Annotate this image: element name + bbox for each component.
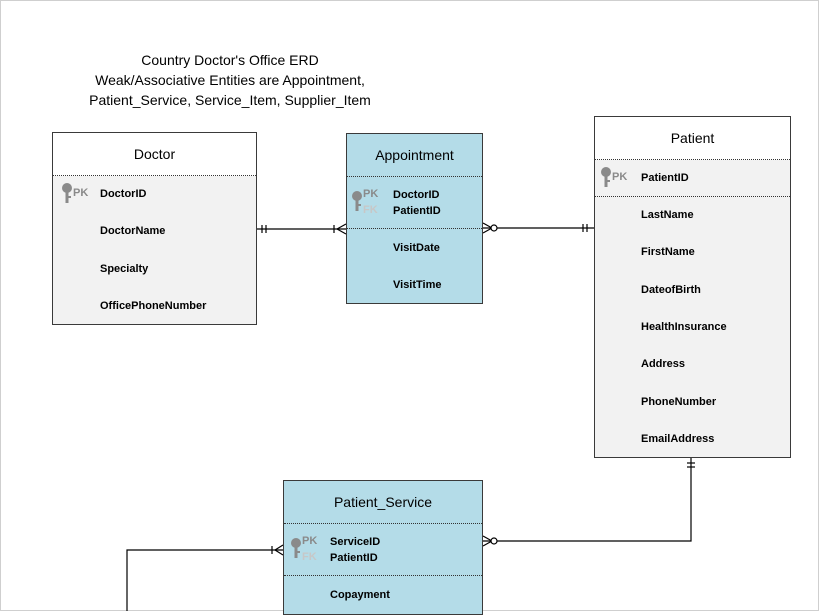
entity-doctor[interactable]: Doctor PK DoctorID DoctorName Specialty … bbox=[52, 132, 257, 325]
entity-patient-service-name: Patient_Service bbox=[333, 494, 433, 510]
entity-patient[interactable]: Patient PK PatientID LastName FirstName … bbox=[594, 116, 791, 458]
title-line-3: Patient_Service, Service_Item, Supplier_… bbox=[89, 92, 371, 108]
rel-ps-left-crowfoot-top bbox=[274, 544, 284, 551]
pk-label: PK bbox=[612, 171, 628, 183]
key-icon bbox=[291, 538, 301, 558]
key-separator bbox=[347, 228, 482, 229]
entity-appointment-name: Appointment bbox=[375, 147, 454, 163]
attr-phonenumber: PhoneNumber bbox=[641, 396, 717, 408]
attr-copayment: Copayment bbox=[330, 589, 390, 601]
entity-patient-service-header: Patient_Service bbox=[284, 481, 482, 524]
attr-patientid: PatientID bbox=[330, 552, 378, 564]
attr-visittime: VisitTime bbox=[393, 279, 442, 291]
entity-doctor-name: Doctor bbox=[133, 146, 176, 162]
attr-visitdate: VisitDate bbox=[393, 242, 440, 254]
rel-appt-zero-circle bbox=[490, 224, 498, 232]
key-separator bbox=[284, 575, 482, 576]
attr-doctorid: DoctorID bbox=[100, 188, 147, 200]
entity-appointment-header: Appointment bbox=[347, 134, 482, 177]
attr-doctorname: DoctorName bbox=[100, 225, 166, 237]
rel-ps-left-crowfoot-bottom bbox=[274, 549, 284, 556]
pk-label: PK bbox=[363, 188, 379, 200]
attr-emailaddress: EmailAddress bbox=[641, 433, 715, 445]
entity-doctor-body: PK DoctorID DoctorName Specialty OfficeP… bbox=[53, 176, 256, 324]
entity-patient-header: Patient bbox=[595, 117, 790, 160]
entity-patient-service[interactable]: Patient_Service PK FK ServiceID PatientI… bbox=[283, 480, 483, 615]
attr-serviceid: ServiceID bbox=[330, 536, 381, 548]
rel-patient-service-line bbox=[483, 458, 692, 542]
rel-ps-zero-circle bbox=[490, 537, 498, 545]
attr-patientid: PatientID bbox=[641, 172, 689, 184]
attr-dateofbirth: DateofBirth bbox=[641, 284, 701, 296]
attr-lastname: LastName bbox=[641, 209, 694, 221]
attr-healthinsurance: HealthInsurance bbox=[641, 321, 727, 333]
key-icon bbox=[601, 167, 611, 187]
rel-service-item-line bbox=[126, 549, 283, 611]
title-line-1: Country Doctor's Office ERD bbox=[141, 52, 319, 68]
fk-label: FK bbox=[363, 204, 378, 216]
pk-label: PK bbox=[302, 535, 318, 547]
attr-address: Address bbox=[641, 358, 686, 370]
diagram-title: Country Doctor's Office ERD Weak/Associa… bbox=[40, 50, 420, 110]
attr-officephonenumber: OfficePhoneNumber bbox=[100, 300, 207, 312]
fk-label: FK bbox=[302, 551, 317, 563]
rel-appointment-crowfoot-top bbox=[336, 223, 347, 230]
key-separator bbox=[595, 196, 790, 197]
entity-patient-body: PK PatientID LastName FirstName DateofBi… bbox=[595, 160, 790, 457]
attr-firstname: FirstName bbox=[641, 246, 695, 258]
entity-doctor-header: Doctor bbox=[53, 133, 256, 176]
entity-patient-name: Patient bbox=[670, 130, 715, 146]
attr-patientid: PatientID bbox=[393, 205, 441, 217]
key-icon bbox=[352, 191, 362, 211]
rel-appointment-crowfoot-bottom bbox=[336, 228, 347, 235]
attr-doctorid: DoctorID bbox=[393, 189, 440, 201]
entity-appointment[interactable]: Appointment PK FK DoctorID PatientID Vis… bbox=[346, 133, 483, 304]
attr-specialty: Specialty bbox=[100, 263, 149, 275]
pk-label: PK bbox=[73, 187, 89, 199]
title-line-2: Weak/Associative Entities are Appointmen… bbox=[95, 72, 365, 88]
key-icon bbox=[62, 183, 72, 203]
